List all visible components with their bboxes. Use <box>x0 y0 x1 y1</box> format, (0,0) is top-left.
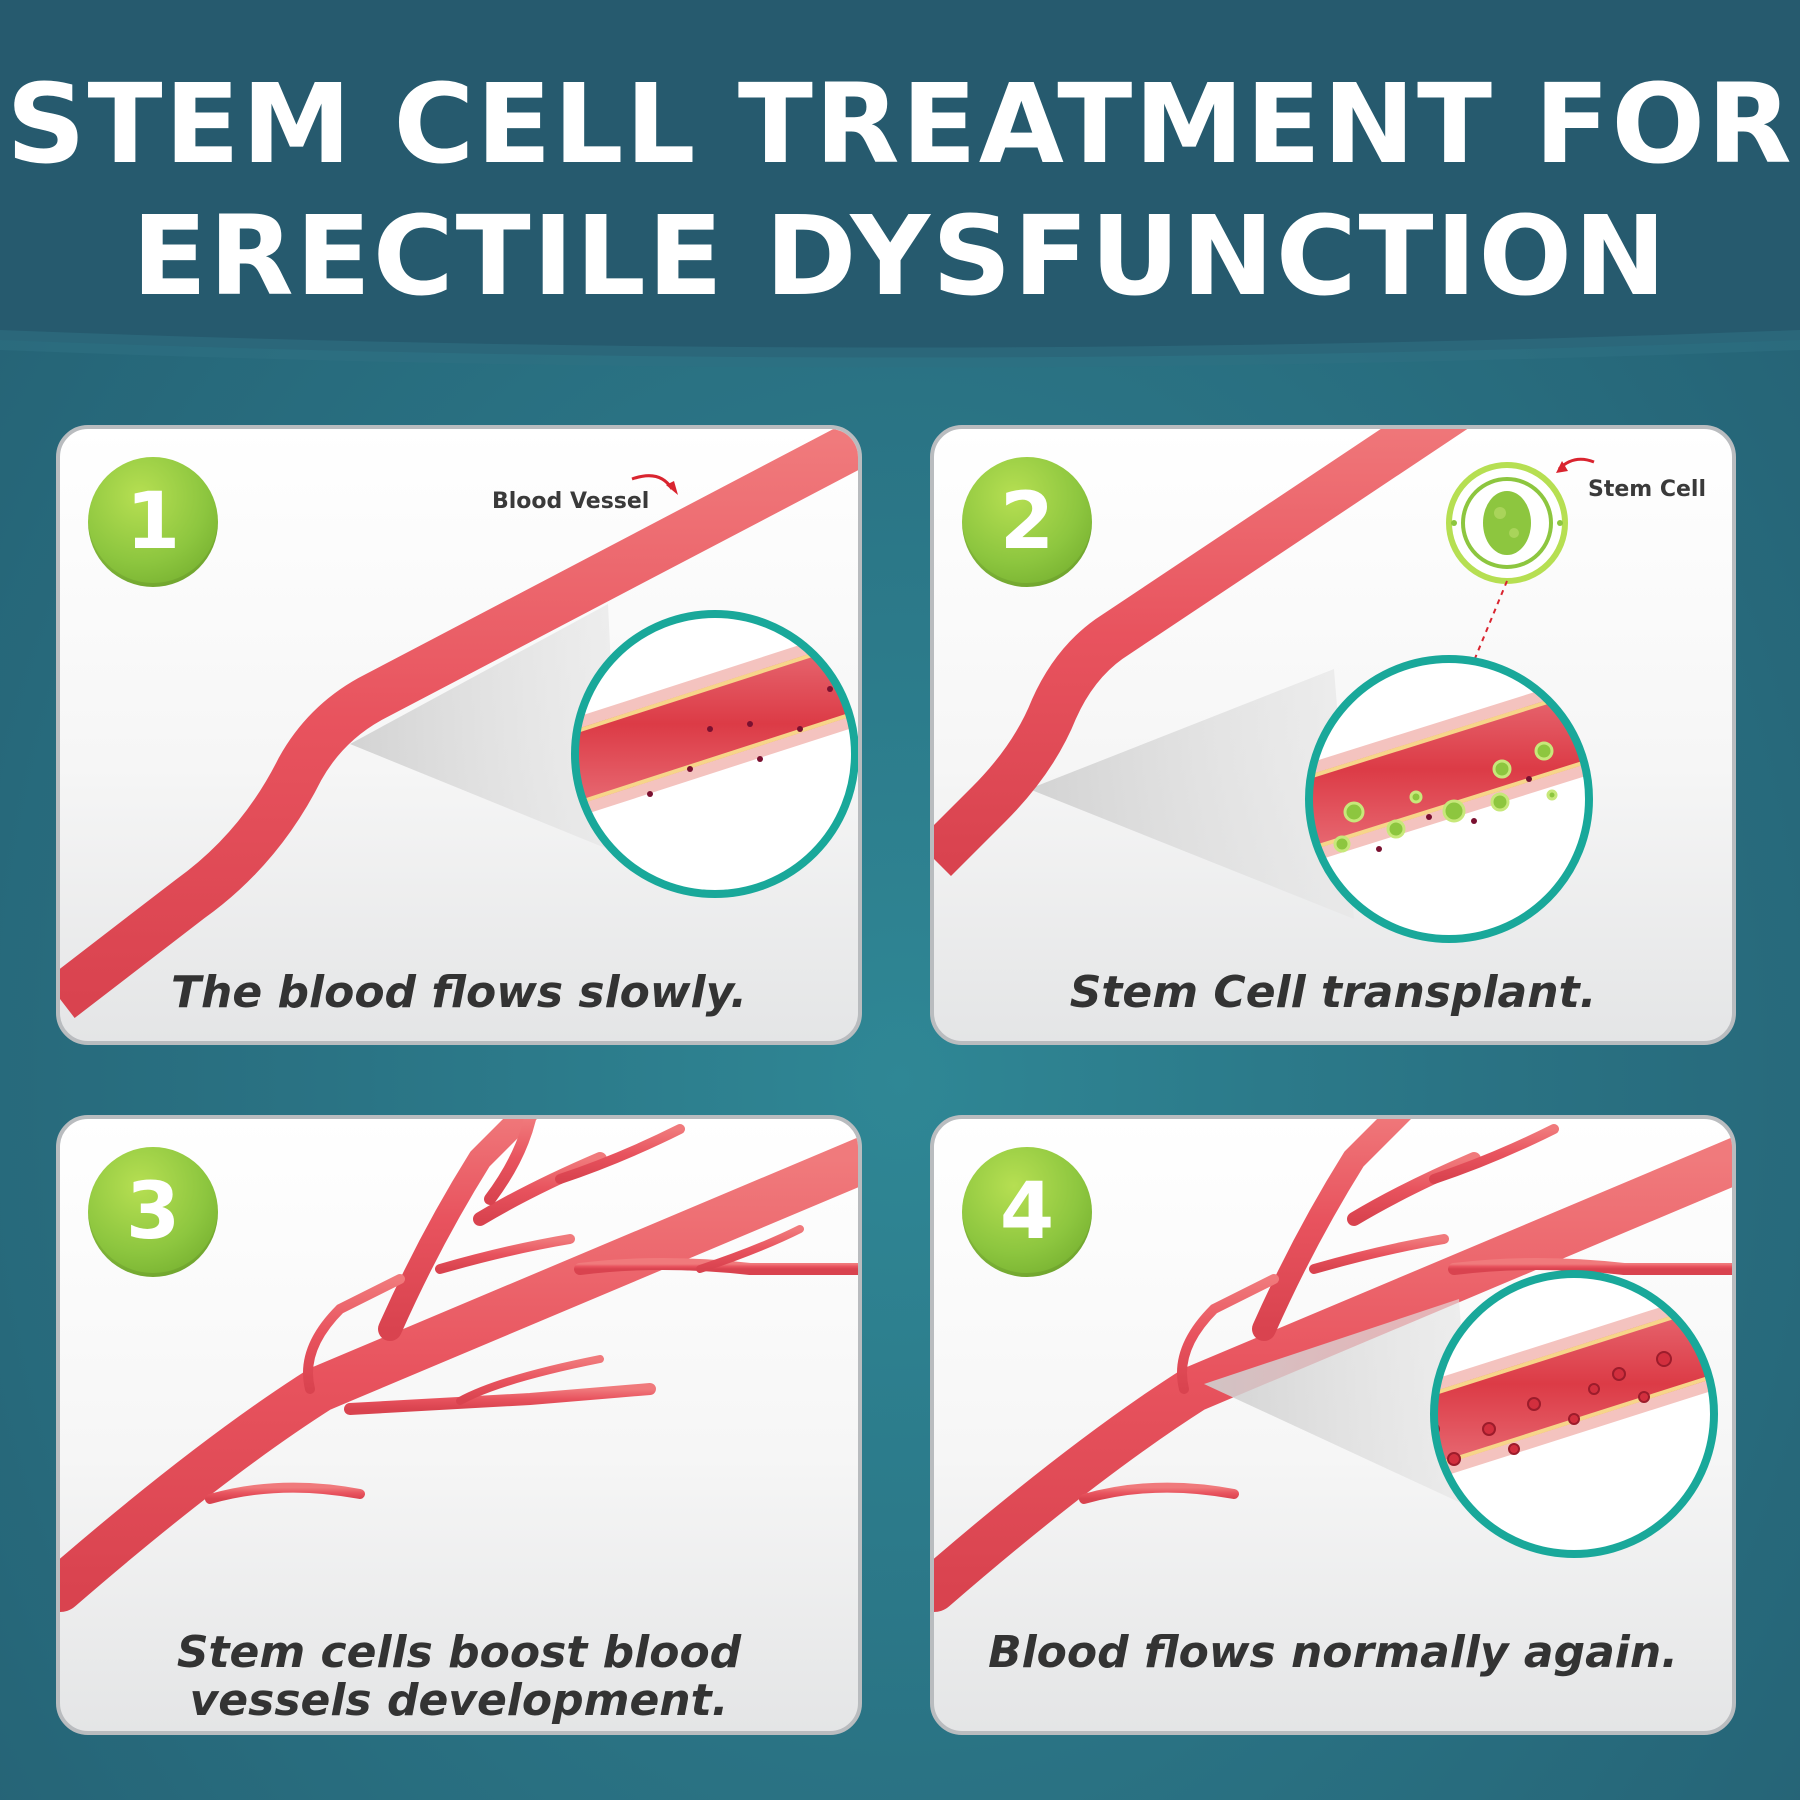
step-4-illustration <box>934 1119 1732 1612</box>
blood-vessel-arrow-icon <box>631 474 674 490</box>
zoom-beam <box>1204 1299 1474 1509</box>
step-3-caption: Stem cells boost blood vessels developme… <box>176 1627 742 1726</box>
stem-cell-label: Stem Cell <box>1588 477 1707 502</box>
magnifier-circle <box>1305 655 1593 943</box>
step-number-badge: 2 <box>962 457 1092 587</box>
branching-vessels <box>60 1119 858 1612</box>
step-panel-1: 1 Blood Vessel The blood flows slowly. <box>56 425 862 1045</box>
step-1-caption: The blood flows slowly. <box>171 967 747 1018</box>
step-panel-4: 4 Blood flows normally again. <box>930 1115 1736 1735</box>
blood-vessel-label: Blood Vessel <box>492 489 650 514</box>
step-2-caption: Stem Cell transplant. <box>1069 967 1597 1018</box>
step-4-caption: Blood flows normally again. <box>988 1627 1678 1678</box>
step-1-illustration <box>60 429 858 1019</box>
magnifier-circle <box>1430 1270 1718 1558</box>
title-line-2: ERECTILE DYSFUNCTION <box>131 192 1669 320</box>
page-title: STEM CELL TREATMENT FOR ERECTILE DYSFUNC… <box>0 58 1800 322</box>
blood-vessel <box>934 429 1468 876</box>
step-number-badge: 4 <box>962 1147 1092 1277</box>
zoom-beam <box>1029 669 1354 919</box>
step-panel-3: 3 Stem cells boost blood vessels develop… <box>56 1115 862 1735</box>
header-background <box>0 0 1800 368</box>
header-banner: STEM CELL TREATMENT FOR ERECTILE DYSFUNC… <box>0 0 1800 375</box>
magnifier-circle <box>571 610 858 898</box>
title-line-1: STEM CELL TREATMENT FOR <box>6 60 1794 188</box>
step-2-illustration <box>934 429 1595 943</box>
stem-cell-icon <box>1446 462 1568 584</box>
step-number-badge: 1 <box>88 457 218 587</box>
step-number-badge: 3 <box>88 1147 218 1277</box>
zoom-beam <box>350 604 620 854</box>
branching-vessels <box>934 1119 1732 1612</box>
step-3-illustration <box>60 1119 858 1612</box>
step-panel-2: 2 Stem Cell Stem Cell transplant. <box>930 425 1736 1045</box>
blood-vessel <box>60 429 858 1019</box>
